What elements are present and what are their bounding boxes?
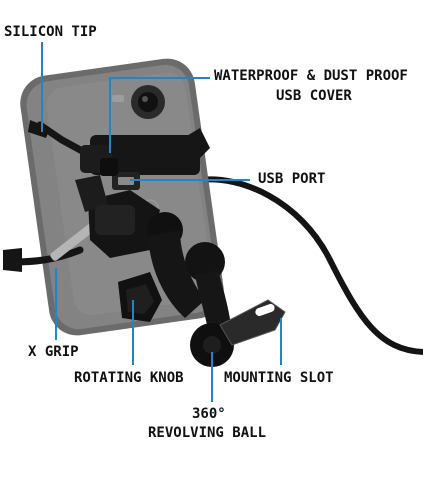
label-usb-cover-line2: USB COVER [276, 88, 352, 104]
label-rotating-knob: ROTATING KNOB [74, 370, 184, 386]
label-usb-port: USB PORT [258, 171, 326, 187]
label-usb-cover-line1: WATERPROOF & DUST PROOF [214, 68, 408, 84]
x-grip-arm [3, 224, 95, 272]
usb-cable [197, 176, 423, 355]
label-silicon-tip: SILICON TIP [4, 24, 97, 40]
label-x-grip: X GRIP [28, 344, 79, 360]
label-ball-line1: 360° [192, 406, 226, 422]
mounting-slot-plate [219, 299, 286, 346]
usb-charger [80, 135, 200, 190]
label-mounting-slot: MOUNTING SLOT [224, 370, 334, 386]
pointer-usb-cover [109, 77, 210, 153]
pointer-lines [41, 42, 282, 402]
label-ball-line2: REVOLVING BALL [148, 425, 267, 441]
holder-body [75, 175, 160, 258]
